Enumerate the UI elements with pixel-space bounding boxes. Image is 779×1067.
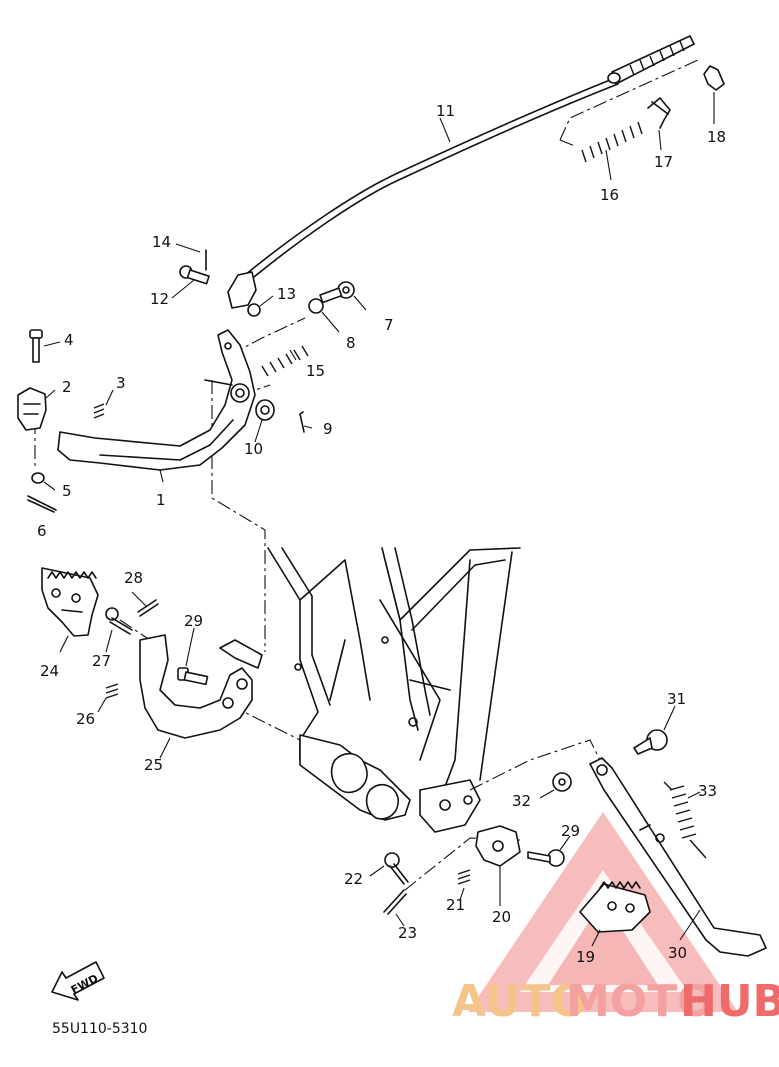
footrest-right [579,881,651,933]
sidestand-bracket [475,825,521,867]
leader-lines [43,92,715,947]
diagram-code: 55U110-5310 [52,1021,147,1037]
part-label: 20 [492,908,511,926]
part-label: 18 [707,128,726,146]
part-label: 19 [576,948,595,966]
watermark-text: AUTO MOTO HUB [452,976,779,1027]
part-label: 5 [62,482,72,500]
footrest-bolt [527,849,565,867]
part-label: 23 [398,924,417,942]
bracket-bolt [177,667,209,686]
clip-pin [299,411,305,433]
part-label: 33 [698,782,717,800]
washer [31,472,45,484]
part-label: 6 [37,522,47,540]
part-label: 31 [667,690,686,708]
frame-outline [267,547,521,833]
part-label: 8 [346,334,356,352]
brake-rod [244,35,695,282]
svg-text:HUB: HUB [680,976,779,1027]
svg-text:MOTO: MOTO [566,976,715,1027]
clevis-washer [247,303,261,317]
part-label: 14 [152,233,171,251]
brake-pedal [57,329,256,471]
svg-text:AUTO: AUTO [452,976,588,1027]
footrest-pin [105,607,133,635]
pivot-washer [255,399,275,421]
pedal-tip [17,387,47,431]
part-label: 27 [92,652,111,670]
part-label: 10 [244,440,263,458]
small-spring [93,403,105,419]
footrest-spring [105,683,119,699]
part-label: 24 [40,662,59,680]
part-label: 25 [144,756,163,774]
sidestand-spring [663,781,707,859]
sidestand [589,757,767,957]
sidestand-nut [552,772,572,792]
part-label: 30 [668,944,687,962]
part-label: 3 [116,374,126,392]
wing-nut [703,65,725,91]
part-label: 29 [184,612,203,630]
part-label: 7 [384,316,394,334]
part-label: 26 [76,710,95,728]
clevis-bolt [179,265,210,285]
footrest-bracket [139,634,263,739]
fwd-arrow-icon: FWD [51,961,105,1001]
part-label: 13 [277,285,296,303]
part-label: 16 [600,186,619,204]
part-label: 32 [512,792,531,810]
spring-clip [647,97,671,129]
part-label: 29 [561,822,580,840]
bracket-cotter [383,889,407,915]
part-labels: 1 2 3 4 5 6 7 8 9 10 11 12 13 14 15 16 1… [37,102,726,966]
part-label: 2 [62,378,72,396]
part-label: 11 [436,102,455,120]
part-label: 15 [306,362,325,380]
rod-joint [227,271,257,309]
cotter-pin [27,495,57,513]
part-label: 17 [654,153,673,171]
bracket-spring [457,869,471,885]
adjust-bolt [308,287,343,314]
part-label: 9 [323,420,333,438]
part-label: 21 [446,896,465,914]
part-label: 1 [156,491,166,509]
return-spring [261,345,309,377]
footrest-left [41,567,99,637]
switch-spring [581,121,643,163]
part-label: 4 [64,331,74,349]
footrest-cotter [137,599,159,617]
bracket-pin [384,852,409,885]
pivot-bolt [29,329,43,363]
part-label: 12 [150,290,169,308]
sidestand-bolt [633,729,668,755]
part-label: 28 [124,569,143,587]
part-label: 22 [344,870,363,888]
